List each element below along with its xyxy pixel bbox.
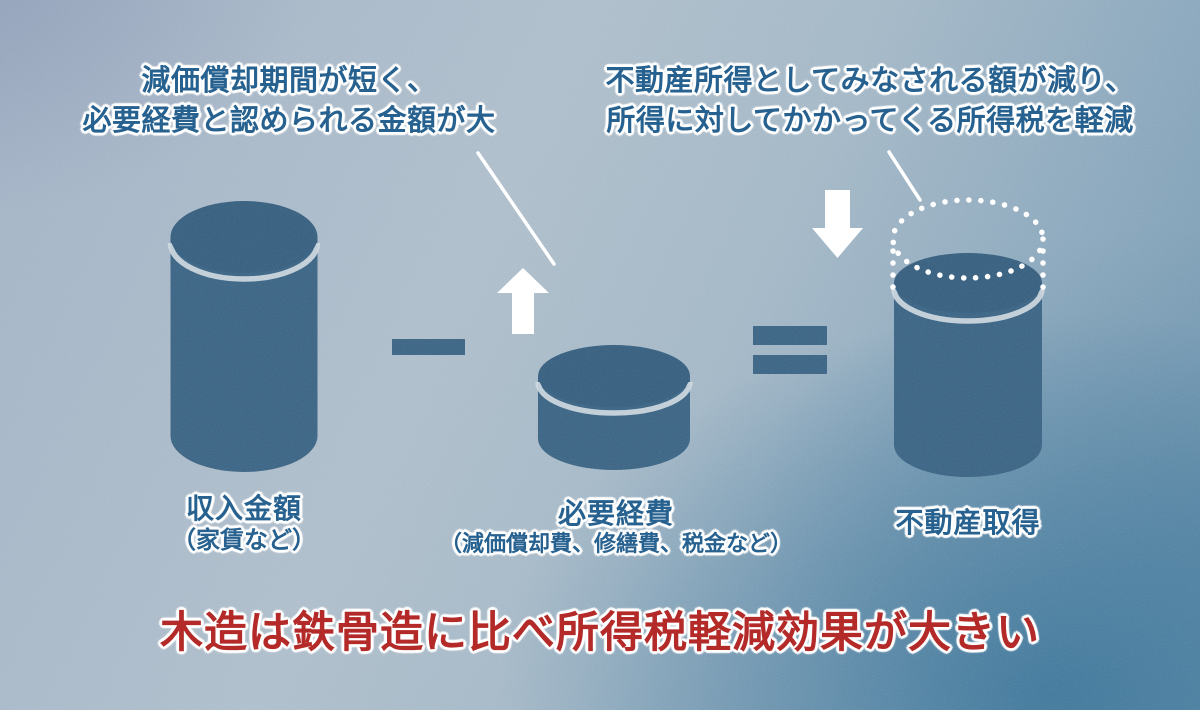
depreciation-callout-line1: 減価償却期間が短く、 xyxy=(141,63,437,97)
expenses-cylinder xyxy=(535,345,693,470)
expenses-label-group: 必要経費 （減価償却費、修繕費、税金など） xyxy=(431,497,801,559)
income-label-group: 収入金額 （家賃など） xyxy=(119,492,369,555)
depreciation-callout-line2: 必要経費と認められる金額が大 xyxy=(82,103,496,137)
depreciation-callout: 減価償却期間が短く、 必要経費と認められる金額が大 xyxy=(54,60,524,140)
income-sublabel: （家賃など） xyxy=(172,526,316,554)
acquisition-label: 不動産取得 xyxy=(895,506,1041,539)
expenses-label: 必要経費 xyxy=(557,497,674,530)
acquisition-label-group: 不動産取得 xyxy=(843,506,1093,539)
tax-reduction-callout: 不動産所得としてみなされる額が減り、 所得に対してかかってくる所得税を軽減 xyxy=(596,60,1144,140)
up-arrow-icon xyxy=(497,268,549,334)
left-callout-leader-line xyxy=(476,151,556,266)
income-label: 収入金額 xyxy=(185,492,302,525)
down-arrow-icon xyxy=(812,190,863,258)
page-title: 木造は鉄骨造に比べ所得税軽減効果が大きい xyxy=(160,608,1040,658)
tax-reduction-callout-line2: 所得に対してかかってくる所得税を軽減 xyxy=(606,103,1134,137)
equals-sign xyxy=(753,326,827,374)
right-callout-leader-line xyxy=(887,150,922,202)
expenses-sublabel: （減価償却費、修繕費、税金など） xyxy=(439,532,792,557)
income-cylinder xyxy=(167,201,321,473)
acquisition-cylinder xyxy=(891,253,1045,477)
minus-sign xyxy=(392,339,465,355)
tax-reduction-callout-line1: 不動産所得としてみなされる額が減り、 xyxy=(605,63,1135,97)
